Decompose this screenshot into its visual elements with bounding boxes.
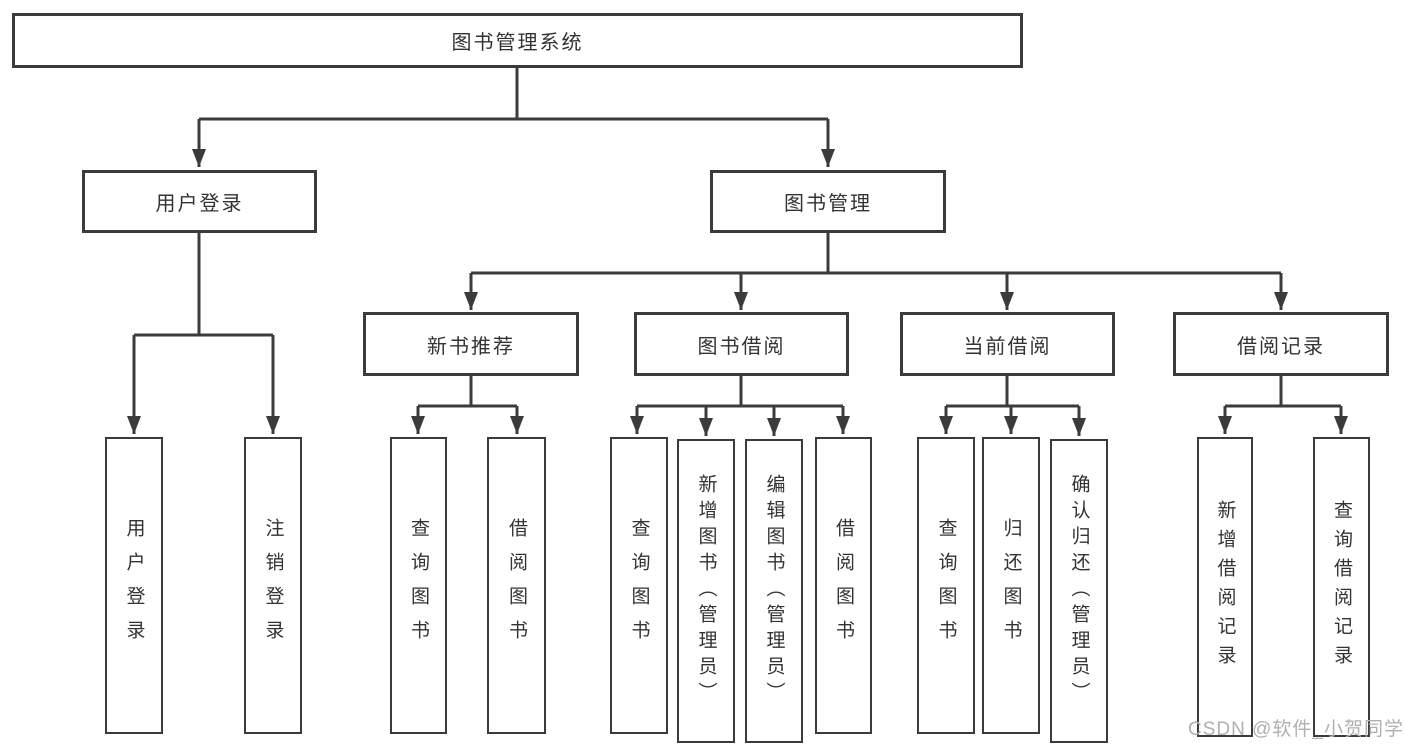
leaf-label: 查询图书 [408, 517, 429, 654]
leaf-edit-books-admin: 编辑图书（管理员） [745, 439, 803, 743]
leaf-label: 注销登录 [262, 517, 284, 654]
node-library-system: 图书管理系统 [12, 13, 1023, 68]
node-current-borrow: 当前借阅 [900, 312, 1115, 376]
leaf-label: 编辑图书（管理员） [763, 474, 785, 708]
leaf-label: 新增图书（管理员） [695, 474, 717, 708]
leaf-return-books: 归还图书 [982, 437, 1040, 734]
leaf-label: 查询图书 [935, 517, 957, 654]
leaf-label: 查询图书 [628, 517, 650, 654]
leaf-add-books-admin: 新增图书（管理员） [677, 439, 735, 743]
leaf-borrow-books: 借阅图书 [815, 437, 872, 734]
leaf-query-books-current: 查询图书 [917, 437, 975, 734]
leaf-label: 归还图书 [1000, 517, 1022, 654]
leaf-label: 确认归还（管理员） [1068, 474, 1090, 708]
leaf-label: 新增借阅记录 [1214, 500, 1236, 674]
node-borrow-records: 借阅记录 [1173, 312, 1389, 376]
leaf-label: 查询借阅记录 [1331, 500, 1352, 674]
leaf-label: 借阅图书 [833, 517, 854, 654]
node-user-login: 用户登录 [82, 170, 317, 233]
leaf-add-borrow-record: 新增借阅记录 [1197, 437, 1253, 737]
leaf-borrow-books-recommend: 借阅图书 [487, 437, 546, 734]
leaf-query-borrow-record: 查询借阅记录 [1313, 437, 1370, 737]
node-new-book-recommend: 新书推荐 [363, 312, 579, 376]
node-book-management: 图书管理 [710, 170, 946, 233]
leaf-confirm-return-admin: 确认归还（管理员） [1050, 439, 1108, 743]
leaf-label: 用户登录 [123, 517, 145, 654]
leaf-logout: 注销登录 [244, 437, 302, 734]
leaf-label: 借阅图书 [506, 517, 527, 654]
leaf-query-books-borrow: 查询图书 [610, 437, 668, 734]
node-book-borrow: 图书借阅 [634, 312, 849, 376]
leaf-user-login: 用户登录 [105, 437, 163, 734]
csdn-watermark: CSDN @软件_小贺同学 [1188, 719, 1404, 740]
leaf-query-books-recommend: 查询图书 [390, 437, 447, 734]
